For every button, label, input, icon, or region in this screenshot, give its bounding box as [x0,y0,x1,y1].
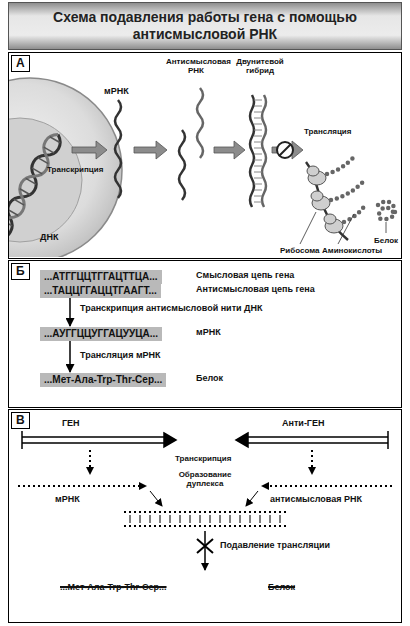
part-label: Образование дуплекса [168,470,242,488]
rna-dotted-part [18,485,146,487]
ribosome-group-part [386,222,387,233]
gene-symbol-part [164,433,176,447]
part-label: Антисмысловая РНК [166,57,226,75]
sequence-box: ...АТГГЦЦТГГАЦТТЦА... [40,270,162,284]
ribosome-group-part-part [344,204,366,222]
hybrid-duplex [250,95,266,207]
part-label: Аминокислоты [322,246,382,255]
panel-letter: А [11,55,30,72]
rna-strand-part [179,130,185,200]
blocked-arrow-part [197,539,213,553]
block-sign [277,142,293,158]
rna-strand-part [197,88,203,158]
part-label: антисмысловая РНК [270,494,362,504]
ribosome-group-part-part [327,158,353,174]
part-label: мРНК [104,86,129,96]
part-label: Рибосома [280,246,319,255]
hybrid-duplex-part [254,100,262,202]
edge-label: Транскрипция антисмысловой нити ДНК [80,303,262,313]
hybrid-duplex-part [262,95,266,207]
sequence-text: ...АУГГЦЦУГГАЦУУЦА... [44,328,158,340]
rna-strand-part [115,100,121,198]
rna-strand [115,88,203,200]
part-label: Подавление трансляции [220,540,330,550]
sequence-box: ...Мет-Ала-Trp-Thr-Сер... [40,373,166,387]
part-label: Транскрипция [175,454,231,463]
ribosome-group-part-part [331,182,363,200]
process-arrow-part [272,141,303,159]
rna-dotted-part [124,525,286,527]
ribosome-group-part [300,212,316,244]
title-band: Схема подавления работы гена с помощью а… [8,2,402,50]
cell-part [9,118,82,242]
process-arrow-part [214,141,245,159]
dna-helix-part [9,131,64,257]
sequence-text: ...АТГГЦЦТГГАЦТТЦА... [44,271,158,283]
rna-dotted-part [124,511,286,513]
sequence-box: ...АУГГЦЦУГГАЦУУЦА... [40,327,162,341]
part-label: мРНК [196,327,221,337]
panel-letter: Б [11,263,30,280]
sequence-text: ...ТАЦЦГГАЦЦТГААГТ... [44,285,157,297]
rna-dotted-part [89,450,91,474]
process-arrow-part [134,141,167,159]
dna-helix-part [9,131,64,257]
edge-label: Трансляция мРНК [80,350,161,360]
gene-symbol-part [21,431,23,449]
part-label: мРНК [55,494,80,504]
ribosome-group-part-part [378,201,395,219]
panel-letter: В [11,412,30,429]
ribosome-group-part-part [311,191,323,201]
gene-symbol-part [246,437,388,443]
rna-dotted-part [130,515,280,523]
rna-dotted-part [311,450,313,474]
sequence-text: ...Мет-Ала-Trp-Thr-Сер... [44,374,162,386]
cell [9,78,122,257]
part-label: Смысловая цепь гена [196,270,294,280]
part-label: ДНК [40,232,58,242]
gene-symbol [22,431,388,449]
rna-dotted [18,450,392,526]
ribosome-group-part-part [307,166,319,176]
part-label: ...Мет-Ала-Trp-Thr-Сер... [60,582,167,592]
blocked-arrow [197,531,213,570]
ribosome-group-part [327,158,395,222]
flow-arrow [69,341,71,372]
rna-dotted-part [262,485,392,487]
ribosome-group-part [338,214,354,244]
gene-symbol-part [387,431,389,449]
dna-helix [9,131,64,257]
panel-frame: А [8,52,402,259]
ribosome-group-part-part [324,214,336,224]
cell-part [9,78,122,257]
part-label: Белок [196,373,223,383]
title-text: Схема подавления работы гена с помощью а… [19,9,391,43]
part-label: Белок [374,236,398,245]
hybrid-duplex-part [250,95,254,207]
sequence-box: ...ТАЦЦГГАЦЦТГААГТ... [40,284,161,298]
rna-dotted-part [246,491,258,506]
part-label: Транскрипция [47,165,103,174]
block-sign-part [279,144,291,156]
dna-helix-part [9,137,60,257]
part-label: Двунитевой гибрид [232,57,288,75]
part-label: Трансляция [304,127,351,136]
part-label: Анти-ГЕН [282,418,324,428]
gene-symbol-part [236,433,248,447]
blocked-arrow-part [204,531,206,570]
process-arrow-part [72,141,107,159]
flow-arrow [69,298,71,326]
rna-dotted-part [150,491,162,506]
part-label: ГЕН [62,418,80,428]
process-arrow [72,141,303,159]
gene-symbol-part [22,437,166,443]
block-sign-part [277,142,293,158]
part-label: Антисмысловая цепь гена [196,284,315,294]
part-label: Белок [268,582,295,592]
ribosome-group [300,158,395,244]
